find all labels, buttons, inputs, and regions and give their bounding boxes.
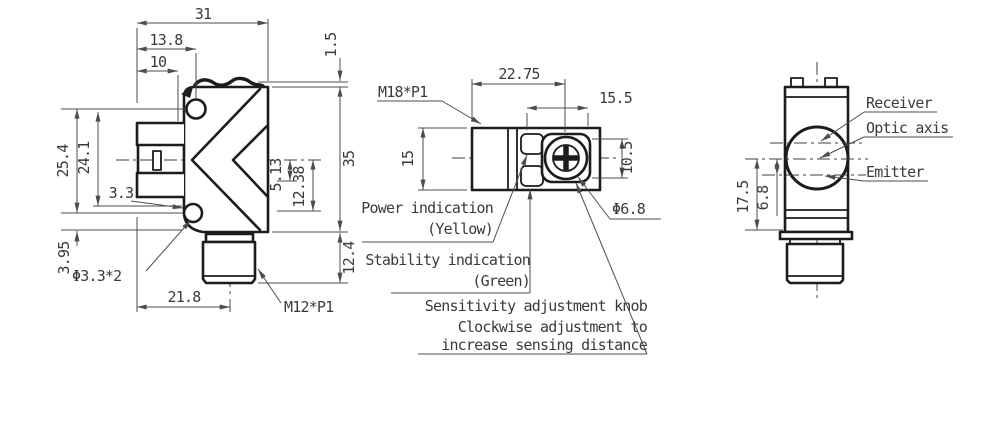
connector-spec-label: M12*P1 [284,298,334,316]
optic-axis-label: Optic axis [866,119,948,137]
connector-body [201,240,257,285]
dim-17-5-label: 17.5 [734,181,752,214]
lens [784,125,850,191]
sensitivity-knob-note-2: increase sensing distance [441,336,648,354]
dim-22-75-label: 22.75 [498,65,539,83]
front-connector-flange [778,230,854,241]
dim-10-5-label: 10.5 [618,142,636,175]
sensitivity-knob-note-1: Clockwise adjustment to [458,318,648,336]
thread-spec-label: M18*P1 [378,83,428,101]
front-connector-body [785,242,845,285]
knob-cross-slot [554,146,578,170]
dim-3-3-label: 3.3 [109,184,134,202]
knob-hole-spec-label: Φ6.8 [612,200,646,218]
dim-25-4-label: 25.4 [54,144,72,178]
power-led [520,133,544,155]
knob-screw [552,144,580,172]
receiver-label: Receiver [866,94,933,112]
power-indication-label: Power indication [361,199,493,217]
dim-1-5-label: 1.5 [322,33,340,58]
prism-inner-edge [231,124,269,198]
top-gasket [193,76,265,88]
dim-15-label: 15 [399,151,417,167]
mounting-hole-bottom [182,202,204,224]
dim-13-8-label: 13.8 [150,31,184,49]
stability-indication-color: (Green) [472,272,530,290]
top-view: 22.75 15.5 15 10.5 M18*P1 Φ6.8 Power ind… [361,65,661,355]
dim-12-4-label: 12.4 [340,241,358,275]
dim-12-38-label: 12.38 [290,166,308,208]
dim-21-8-label: 21.8 [168,288,202,306]
prism-outer-edge [190,87,262,232]
stability-indication-label: Stability indication [365,251,530,269]
flange-tab-bottom [135,171,186,199]
flange-tab-top [135,121,186,147]
dim-31-label: 31 [195,5,212,23]
flange-slot [152,150,162,171]
side-view: 31 13.8 10 1.5 35 12.4 25.4 24.1 3.3 5.1… [54,5,358,316]
dim-35-label: 35 [340,151,358,167]
dim-5-13-label: 5.13 [267,159,285,192]
dim-3-95-label: 3.95 [55,242,73,275]
emitter-label: Emitter [866,163,924,181]
mounting-hole-top [185,98,207,120]
hole-spec-label: Φ3.3*2 [72,267,121,285]
front-view: 17.5 6.8 Receiver Optic axis Emitter [734,62,953,298]
dim-10-label: 10 [150,53,167,71]
dim-6-8-label: 6.8 [754,185,772,210]
dim-24-1-label: 24.1 [75,141,93,175]
gasket-lip [181,87,193,98]
dim-15-5-label: 15.5 [599,89,632,107]
stability-led [520,165,544,187]
power-indication-color: (Yellow) [427,220,493,238]
sensitivity-knob-label: Sensitivity adjustment knob [425,297,648,315]
